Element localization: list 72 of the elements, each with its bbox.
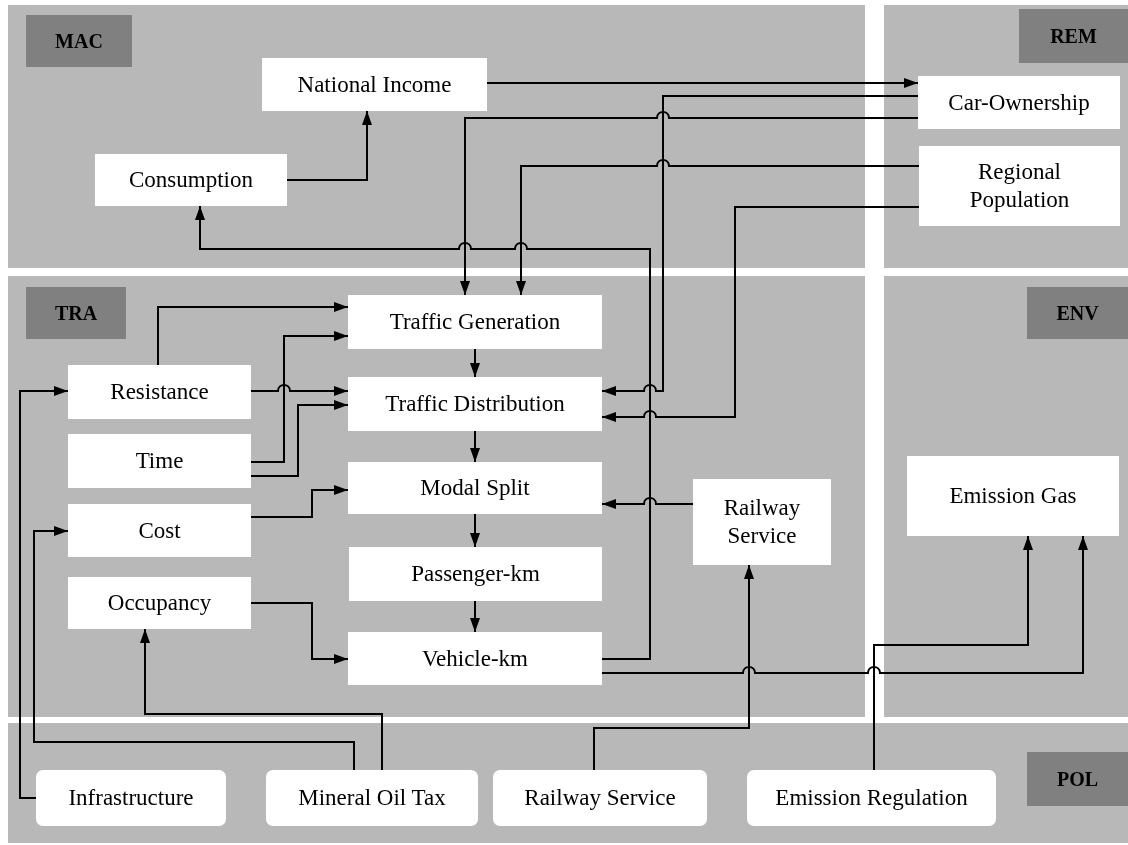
process-box xyxy=(348,295,602,349)
box-label: Infrastructure xyxy=(68,784,194,812)
panel-heading: ENV xyxy=(1027,287,1128,339)
arrow xyxy=(19,386,69,799)
arrow xyxy=(250,602,349,664)
box-label: Vehicle-km xyxy=(422,644,528,673)
arrow xyxy=(470,348,480,378)
box-label: Emission Regulation xyxy=(775,784,968,812)
panel-heading: POL xyxy=(1027,752,1128,806)
group-panel xyxy=(884,276,1128,717)
panel-heading: MAC xyxy=(26,15,132,67)
arrow xyxy=(250,400,349,477)
process-box xyxy=(262,58,487,111)
arrow xyxy=(470,430,480,463)
arrow xyxy=(195,205,651,660)
process-box xyxy=(68,434,251,488)
process-box xyxy=(907,456,1119,536)
group-panel xyxy=(8,276,865,717)
box-label: Cost xyxy=(138,516,181,545)
arrow xyxy=(486,78,919,88)
arrow xyxy=(601,497,694,509)
group-panel xyxy=(8,723,1128,843)
box-label: Modal Split xyxy=(420,474,530,502)
process-box xyxy=(68,577,251,629)
box-label: Consumption xyxy=(129,166,253,194)
box-label: Occupancy xyxy=(107,589,212,617)
box-label: Car-Ownership xyxy=(948,88,1090,117)
arrow xyxy=(460,111,919,296)
process-box xyxy=(693,479,831,565)
process-box xyxy=(919,146,1120,226)
process-box xyxy=(348,462,602,514)
arrow xyxy=(470,513,480,548)
box-label: Traffic Generation xyxy=(389,308,561,336)
box-label: Traffic Distribution xyxy=(385,390,565,418)
panel-heading: TRA xyxy=(26,287,126,339)
process-box xyxy=(36,770,226,826)
box-label: Emission Gas xyxy=(949,482,1077,510)
arrow xyxy=(140,628,383,771)
box-label: Resistance xyxy=(110,378,209,406)
arrow xyxy=(250,331,349,463)
group-panel xyxy=(884,5,1128,268)
group-panel xyxy=(8,5,865,268)
process-box xyxy=(918,76,1120,129)
arrow xyxy=(516,159,920,296)
box-label: Passenger-km xyxy=(411,560,540,588)
box-label: Regional Population xyxy=(968,158,1071,214)
panel-heading: REM xyxy=(1019,9,1128,63)
arrow xyxy=(33,526,355,771)
box-label: Railway Service xyxy=(722,494,802,550)
arrow xyxy=(286,110,372,181)
arrow xyxy=(593,564,754,771)
process-box xyxy=(95,154,287,206)
process-box xyxy=(68,365,251,419)
arrow xyxy=(601,535,1088,674)
box-label: Time xyxy=(135,447,184,475)
process-box xyxy=(747,770,996,826)
box-label: Railway Service xyxy=(524,784,676,812)
process-box xyxy=(266,770,478,826)
arrow xyxy=(250,384,349,396)
box-label: National Income xyxy=(297,70,452,99)
box-label: Mineral Oil Tax xyxy=(298,784,446,812)
process-box xyxy=(348,377,602,431)
arrow xyxy=(157,302,349,366)
process-box xyxy=(493,770,707,826)
arrow xyxy=(601,206,920,422)
process-box xyxy=(349,547,602,601)
process-box xyxy=(348,632,602,685)
arrow xyxy=(601,95,919,396)
arrow xyxy=(250,485,349,518)
arrow xyxy=(470,600,480,633)
process-box xyxy=(68,504,251,557)
arrow xyxy=(873,535,1033,771)
